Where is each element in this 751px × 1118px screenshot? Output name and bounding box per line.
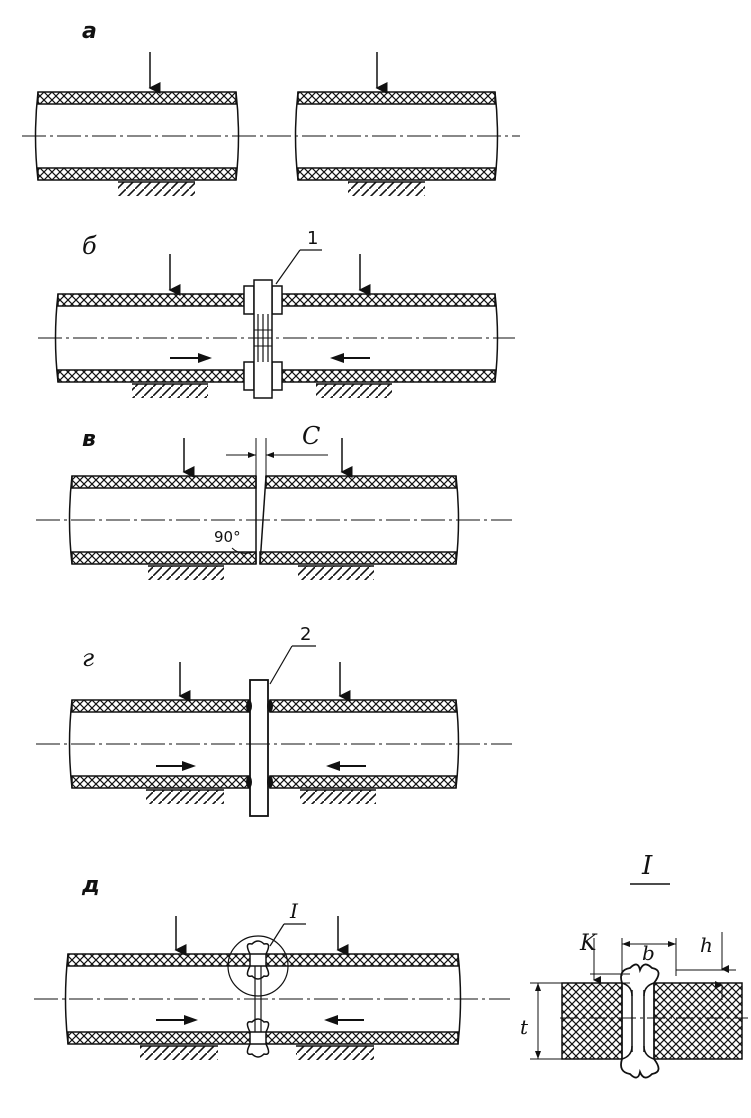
detail-title: I xyxy=(641,851,653,881)
detail-view-i: I b h K t xyxy=(520,851,748,1079)
detail-mark: I xyxy=(289,899,299,923)
dimension-k: K xyxy=(579,931,598,956)
diagram-v: в C 90° xyxy=(36,422,512,580)
label-g: г xyxy=(82,644,94,672)
angle-label: 90° xyxy=(214,528,241,546)
label-d: д xyxy=(81,873,100,898)
diagram-d: д I xyxy=(34,873,510,1060)
diagram-b: б 1 xyxy=(38,228,515,399)
label-v: в xyxy=(82,427,96,452)
callout-2: 2 xyxy=(300,624,311,645)
dimension-c: C xyxy=(302,422,320,450)
diagram-a: а xyxy=(22,19,520,196)
callout-1: 1 xyxy=(307,228,318,249)
label-b: б xyxy=(82,232,97,260)
dimension-b: b xyxy=(642,941,655,965)
diagram-g: г 2 xyxy=(36,624,512,817)
dimension-t: t xyxy=(520,1015,529,1039)
label-a: а xyxy=(82,19,97,44)
dimension-h: h xyxy=(700,933,713,957)
